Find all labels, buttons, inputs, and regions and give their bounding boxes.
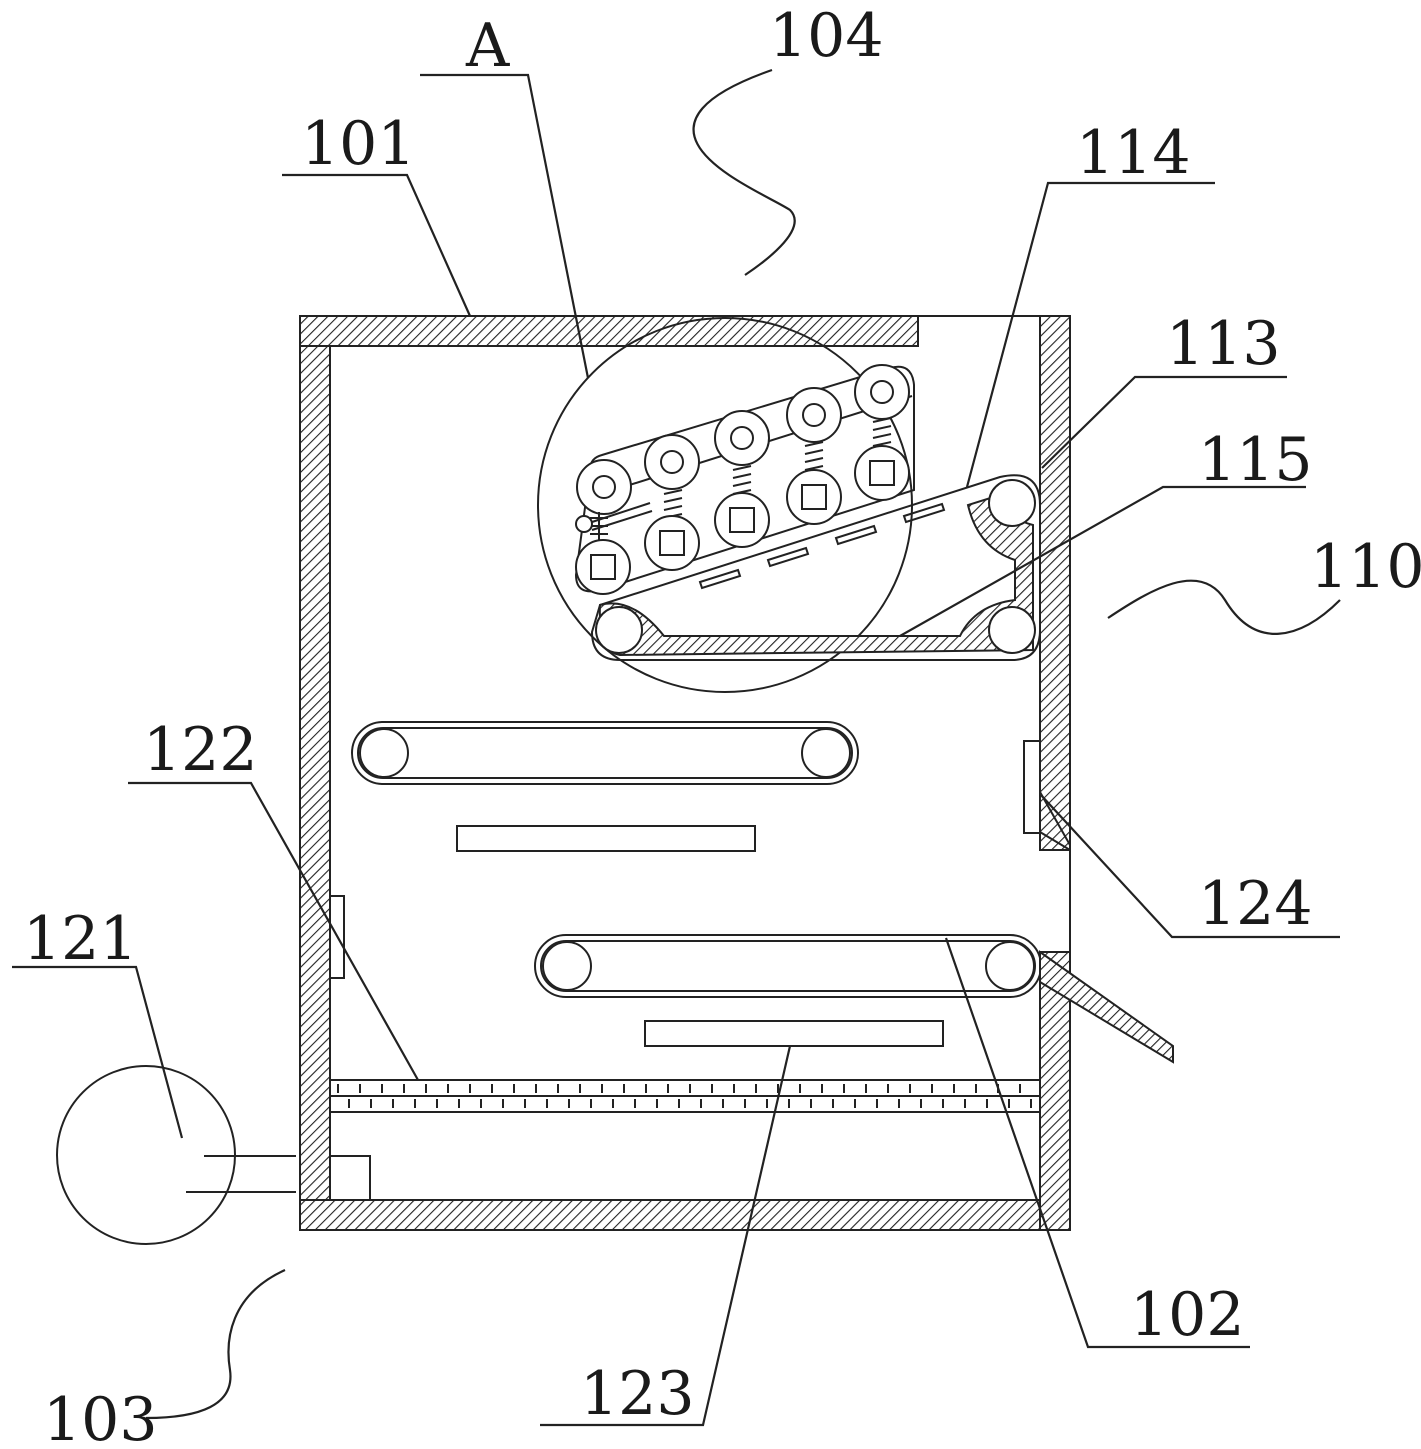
filter-screen — [329, 1079, 1041, 1113]
break-line-110 — [1107, 579, 1341, 635]
housing-bottom-wall — [299, 1199, 1071, 1231]
drive-roller-113 — [988, 479, 1036, 527]
leader-115 — [899, 485, 1306, 637]
label-104: 104 — [769, 1, 884, 71]
top-roller-3-hub — [730, 426, 754, 450]
leader-lines — [12, 73, 1340, 1427]
leader-114 — [965, 181, 1215, 488]
label-110: 110 — [1310, 532, 1421, 602]
leader-101 — [282, 173, 472, 317]
upper-belt-conveyor — [351, 721, 859, 785]
leader-122 — [128, 781, 419, 1081]
upper-belt-roller-left — [359, 728, 409, 778]
lower-belt-conveyor — [534, 934, 1042, 998]
roller-frame — [574, 365, 915, 593]
top-roller-5-hub — [870, 380, 894, 404]
leader-124 — [1039, 793, 1340, 939]
break-line-104 — [692, 68, 796, 276]
housing-right-wall-upper — [1039, 315, 1071, 851]
housing-left-wall — [299, 315, 331, 1231]
top-roller-1-hub — [592, 475, 616, 499]
filter-screen-mesh — [337, 1084, 1032, 1108]
label-101: 101 — [301, 109, 416, 179]
label-113: 113 — [1166, 309, 1281, 379]
idler-roller-bottom-right — [988, 606, 1036, 654]
label-123: 123 — [580, 1359, 695, 1429]
blower — [56, 1065, 371, 1245]
idler-roller-left — [595, 606, 643, 654]
upper-belt-roller-right — [801, 728, 851, 778]
upper-belt — [351, 721, 859, 785]
roller-assembly — [574, 364, 915, 595]
housing — [299, 315, 1071, 1231]
upper-plate — [456, 825, 756, 852]
triangular-conveyor — [590, 474, 1041, 661]
leader-113 — [1041, 375, 1287, 469]
discharge-chute — [1039, 950, 1174, 1064]
leader-102 — [944, 937, 1250, 1349]
bottom-roller-1-hub — [590, 554, 616, 580]
label-115: 115 — [1198, 425, 1313, 495]
lower-plate-123 — [644, 1020, 944, 1047]
housing-right-wall-lower — [1039, 951, 1071, 1231]
label-103: 103 — [43, 1385, 158, 1449]
limit-rod-2 — [591, 510, 653, 531]
limit-rod — [591, 502, 651, 523]
break-line-103 — [145, 1268, 286, 1420]
right-deflector — [1039, 788, 1071, 852]
limit-pin — [575, 515, 593, 533]
upper-belt-inner — [357, 727, 853, 779]
leader-123 — [540, 1045, 792, 1427]
right-sensor-124 — [1023, 740, 1041, 834]
label-a: A — [465, 11, 510, 81]
belt-plates — [698, 502, 946, 590]
label-122: 122 — [143, 715, 258, 785]
lower-belt-roller-left — [542, 941, 592, 991]
bottom-roller-2-hub — [659, 530, 685, 556]
label-121: 121 — [23, 904, 138, 974]
leader-a — [420, 73, 590, 379]
leader-121 — [12, 965, 184, 1139]
label-102: 102 — [1130, 1280, 1245, 1350]
housing-top-wall — [299, 315, 919, 347]
springs — [590, 417, 892, 542]
duct-outlet — [329, 1155, 371, 1201]
blower-duct — [186, 1155, 296, 1193]
reference-labels: 101 104 A 114 113 115 110 122 121 124 10… — [23, 1, 1421, 1449]
conveyor-belt-outer — [590, 474, 1041, 661]
top-roller-2-hub — [660, 450, 684, 474]
label-114: 114 — [1076, 118, 1191, 188]
lower-belt-roller-right — [985, 941, 1035, 991]
lower-belt — [534, 934, 1042, 998]
top-roller-4-hub — [802, 403, 826, 427]
bottom-roller-3-hub — [729, 507, 755, 533]
label-124: 124 — [1198, 869, 1313, 939]
bottom-roller-5-hub — [869, 460, 895, 486]
bottom-roller-4-hub — [801, 484, 827, 510]
